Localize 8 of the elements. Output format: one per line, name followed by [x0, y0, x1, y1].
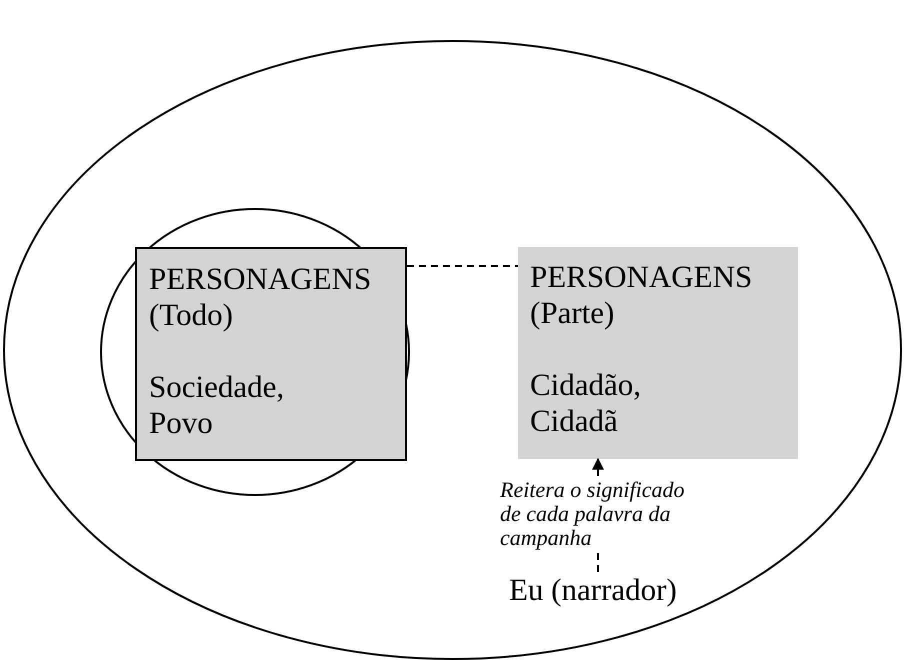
- text-box: [135, 247, 407, 461]
- box-body: Sociedade, Povo: [149, 369, 284, 441]
- text-box: [518, 247, 798, 459]
- dashed-connector: [407, 265, 518, 267]
- narrator-label: Eu (narrador): [509, 572, 678, 608]
- box-heading: PERSONAGENS (Parte): [530, 259, 752, 331]
- box-body: Cidadão, Cidadã: [530, 367, 642, 439]
- box-heading: PERSONAGENS (Todo): [149, 261, 372, 333]
